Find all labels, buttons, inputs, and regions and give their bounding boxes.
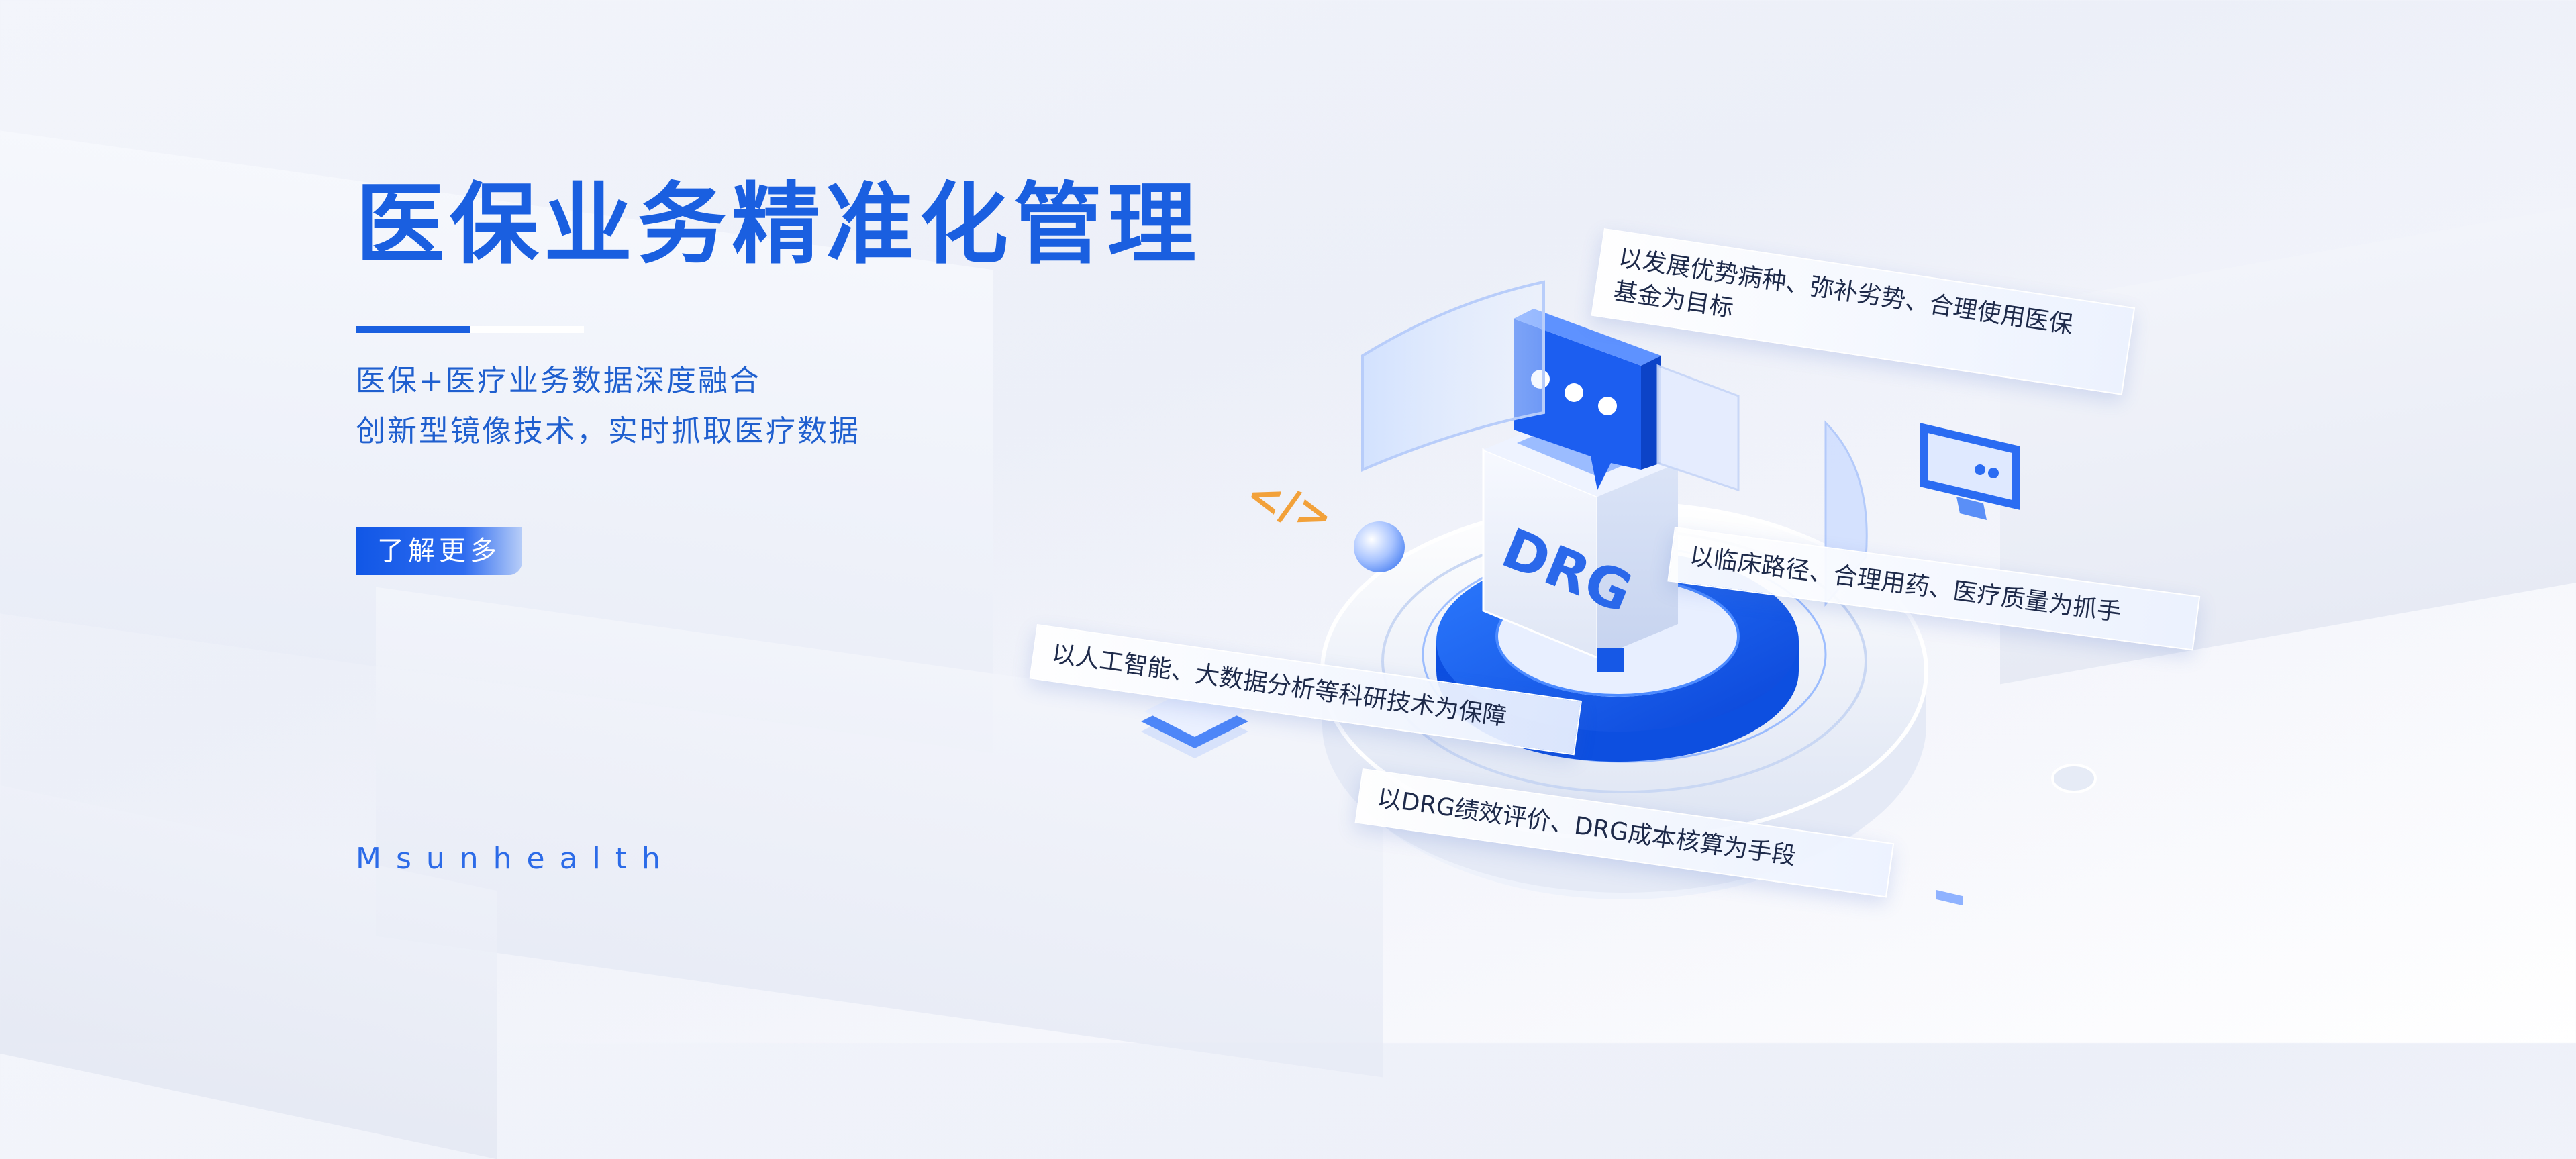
learn-more-button[interactable]: 了解更多 bbox=[356, 527, 522, 575]
glass-ball-icon bbox=[1354, 521, 1405, 572]
title-divider bbox=[470, 326, 584, 333]
small-disk bbox=[2051, 764, 2097, 793]
monitor-icon bbox=[1920, 423, 2020, 906]
drg-illustration: DRG </> bbox=[1141, 280, 2097, 906]
chat-bubble-icon bbox=[1514, 309, 1661, 490]
brand-wordmark: Msunhealth bbox=[356, 842, 675, 876]
subtitle-line-2: 创新型镜像技术，实时抓取医疗数据 bbox=[356, 414, 860, 448]
hero-section: 医保业务精准化管理 医保+医疗业务数据深度融合 创新型镜像技术，实时抓取医疗数据… bbox=[356, 173, 1201, 876]
title-divider-accent bbox=[356, 326, 470, 333]
page-title: 医保业务精准化管理 bbox=[356, 173, 1201, 276]
subtitle-line-1: 医保+医疗业务数据深度融合 bbox=[356, 364, 761, 398]
